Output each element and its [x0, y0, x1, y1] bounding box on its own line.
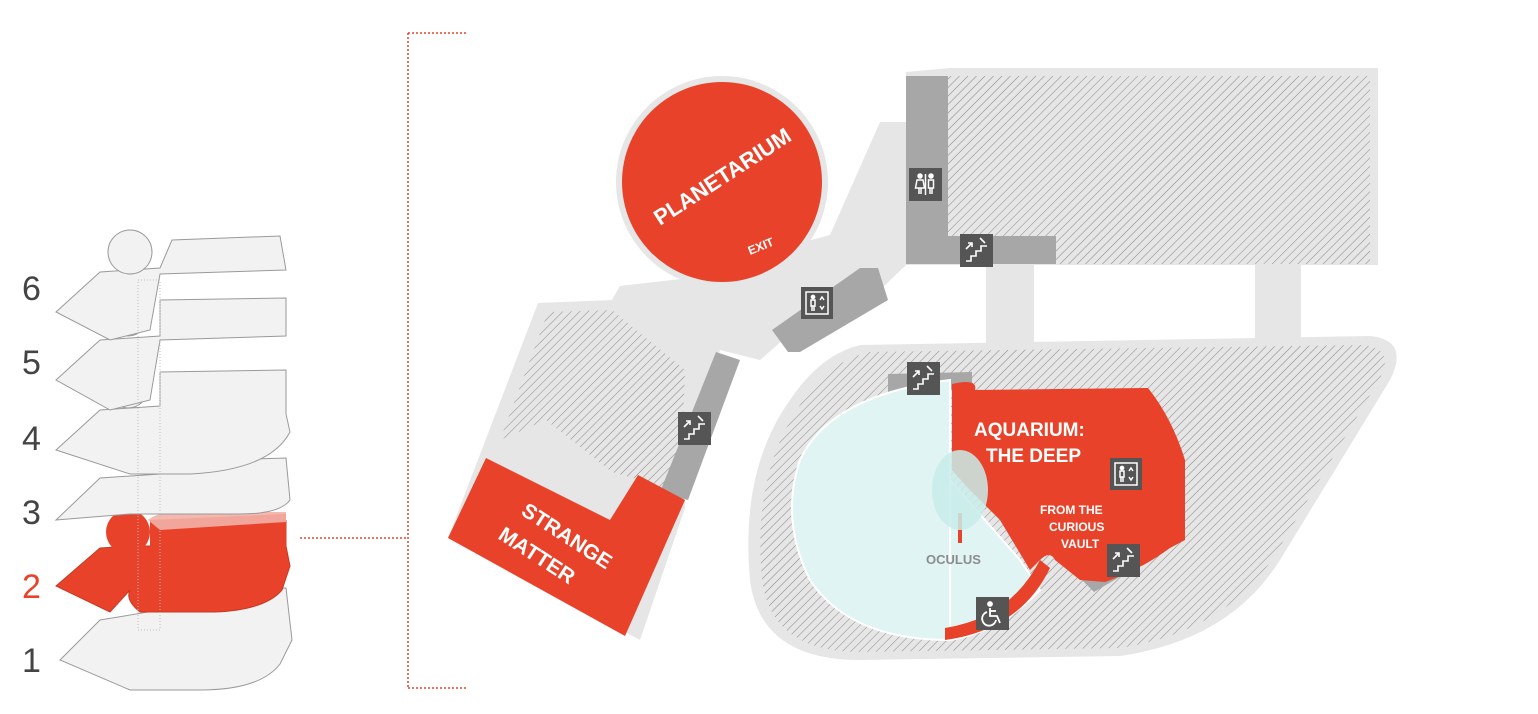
floor-number-3[interactable]: 3 — [22, 494, 41, 532]
floor-selector: 6 5 4 3 2 1 — [22, 229, 293, 691]
strange-matter-area — [448, 458, 685, 636]
accessible-icon[interactable] — [976, 597, 1009, 630]
floor-number-5[interactable]: 5 — [22, 344, 41, 382]
stairs-icon[interactable] — [1107, 544, 1140, 577]
curious-vault-label-line3: VAULT — [1061, 537, 1100, 551]
oculus-label: OCULUS — [926, 552, 981, 567]
floor-number-4[interactable]: 4 — [22, 420, 41, 458]
curious-vault-label-line1: FROM THE — [1040, 503, 1103, 517]
stairs-icon[interactable] — [678, 412, 711, 445]
oculus-lens — [932, 450, 988, 530]
stairs-icon[interactable] — [960, 234, 993, 267]
floor-button-6[interactable] — [55, 229, 287, 341]
floor-button-2[interactable] — [55, 510, 291, 613]
aquarium-label-line2: THE DEEP — [986, 446, 1081, 467]
aquarium-ramp — [945, 560, 1050, 640]
curious-vault-label-line2: CURIOUS — [1049, 520, 1104, 534]
elevator-icon[interactable] — [1110, 458, 1142, 490]
floor-number-6[interactable]: 6 — [22, 270, 41, 308]
planetarium-dome — [622, 82, 822, 282]
restroom-icon[interactable] — [909, 168, 942, 201]
floor-number-2[interactable]: 2 — [22, 568, 41, 606]
floor-number-1[interactable]: 1 — [22, 642, 41, 680]
exhibit-areas — [448, 82, 1185, 640]
elevator-icon[interactable] — [801, 287, 833, 319]
aquarium-label-line1: AQUARIUM: — [974, 420, 1085, 441]
stairs-icon[interactable] — [907, 362, 940, 395]
aquarium-area — [952, 382, 1185, 582]
floor-link-bracket — [300, 32, 468, 689]
